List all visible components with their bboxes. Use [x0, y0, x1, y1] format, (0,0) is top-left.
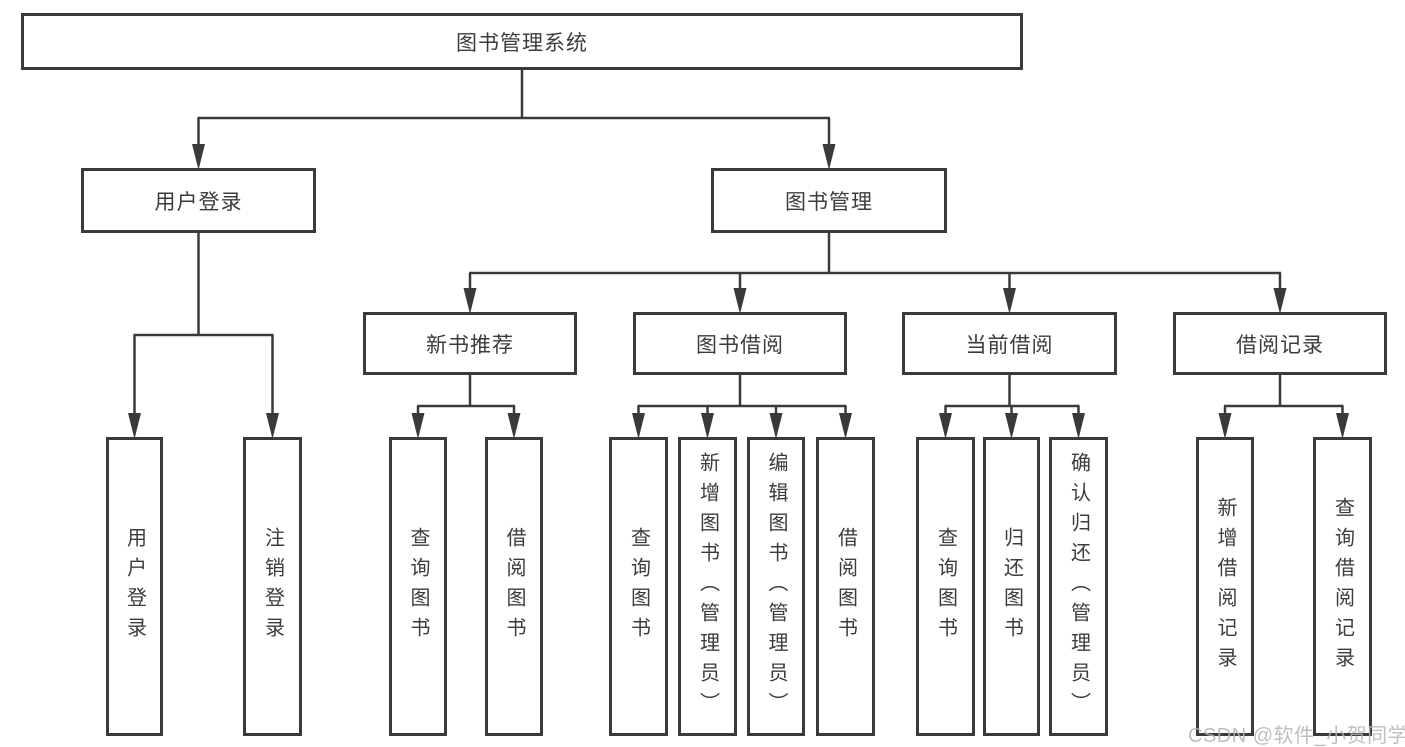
- leaf-borrow-query: 查询图书: [609, 437, 668, 736]
- node-borrow-record-label: 借阅记录: [1236, 333, 1324, 357]
- leaf-user-login: 用户登录: [106, 437, 163, 736]
- node-user-login: 用户登录: [81, 168, 316, 233]
- leaf-newbook-query-label: 查询图书: [407, 526, 429, 647]
- leaf-record-query-label: 查询借阅记录: [1331, 496, 1354, 677]
- leaf-newbook-query: 查询图书: [389, 437, 447, 736]
- node-library-system: 图书管理系统: [21, 13, 1023, 70]
- leaf-record-add: 新增借阅记录: [1196, 437, 1254, 736]
- leaf-current-query: 查询图书: [916, 437, 975, 736]
- csdn-watermark: CSDN @软件_小贺同学: [1188, 725, 1405, 747]
- node-current-borrow-label: 当前借阅: [965, 333, 1054, 357]
- leaf-borrow-add-admin-label: 新增图书（管理员）: [696, 451, 719, 722]
- leaf-current-query-label: 查询图书: [934, 526, 957, 647]
- leaf-borrow-book-label: 借阅图书: [834, 526, 857, 647]
- leaf-newbook-borrow-label: 借阅图书: [503, 526, 525, 647]
- leaf-borrow-query-label: 查询图书: [627, 526, 650, 647]
- leaf-confirm-return-admin: 确认归还（管理员）: [1049, 437, 1108, 736]
- node-book-management: 图书管理: [711, 168, 947, 233]
- node-user-login-label: 用户登录: [154, 190, 243, 214]
- leaf-record-query: 查询借阅记录: [1313, 437, 1372, 736]
- node-new-book-recommend: 新书推荐: [363, 312, 577, 375]
- leaf-confirm-return-admin-label: 确认归还（管理员）: [1067, 451, 1090, 722]
- node-new-book-recommend-label: 新书推荐: [426, 333, 514, 357]
- leaf-return-book: 归还图书: [983, 437, 1040, 736]
- leaf-borrow-edit-admin-label: 编辑图书（管理员）: [765, 451, 787, 722]
- leaf-newbook-borrow: 借阅图书: [485, 437, 543, 736]
- node-book-borrow: 图书借阅: [633, 312, 847, 375]
- leaf-borrow-edit-admin: 编辑图书（管理员）: [747, 437, 805, 736]
- node-current-borrow: 当前借阅: [902, 312, 1117, 375]
- leaf-user-login-label: 用户登录: [123, 526, 146, 647]
- leaf-borrow-book: 借阅图书: [816, 437, 875, 736]
- node-borrow-record: 借阅记录: [1173, 312, 1387, 375]
- node-book-management-label: 图书管理: [785, 190, 873, 214]
- leaf-return-book-label: 归还图书: [1000, 526, 1023, 647]
- node-book-borrow-label: 图书借阅: [696, 333, 784, 357]
- leaf-logout-label: 注销登录: [261, 526, 284, 647]
- node-library-system-label: 图书管理系统: [456, 31, 588, 55]
- leaf-record-add-label: 新增借阅记录: [1214, 496, 1236, 677]
- leaf-borrow-add-admin: 新增图书（管理员）: [678, 437, 737, 736]
- leaf-logout: 注销登录: [243, 437, 302, 736]
